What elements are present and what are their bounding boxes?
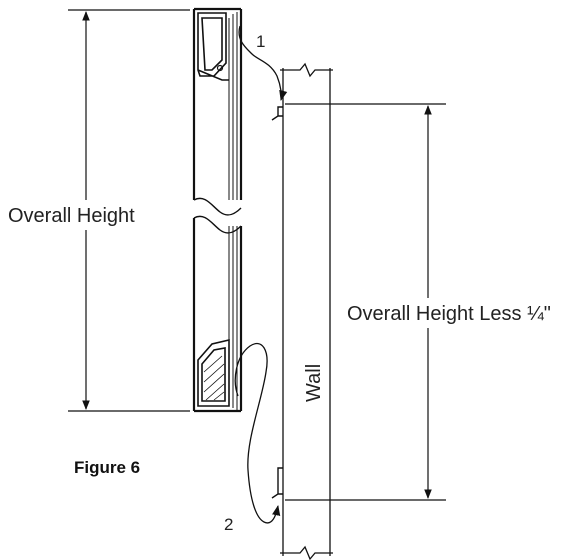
step-2-motion-path [234,342,281,524]
panel-side-profile [192,7,243,413]
top-wall-clip [271,106,283,121]
panel-outer-bottom [192,218,243,413]
wall [280,62,333,560]
wall-top-break [280,62,333,78]
wall-bottom-break [280,545,333,560]
panel-break-symbol [193,197,242,234]
bottom-wall-clip [271,467,283,499]
panel-outer-top [192,7,243,200]
step-1-label: 1 [256,32,265,51]
overall-height-label: Overall Height [8,205,135,227]
step-1-motion-path [238,25,288,102]
bottom-bracket-hatch [203,355,225,401]
bottom-bracket [197,338,230,407]
panel-inner-lines-top [228,12,238,200]
overall-height-less-label-bg [344,298,566,328]
overall-height-less-label: Overall Height Less ¼" [347,303,551,325]
figure-caption: Figure 6 [74,458,140,477]
overall-height-label-bg [6,200,158,230]
wall-label: Wall [303,364,325,402]
top-bracket-screw [216,64,224,72]
top-bracket [197,12,229,81]
step-2-label: 2 [224,515,233,534]
